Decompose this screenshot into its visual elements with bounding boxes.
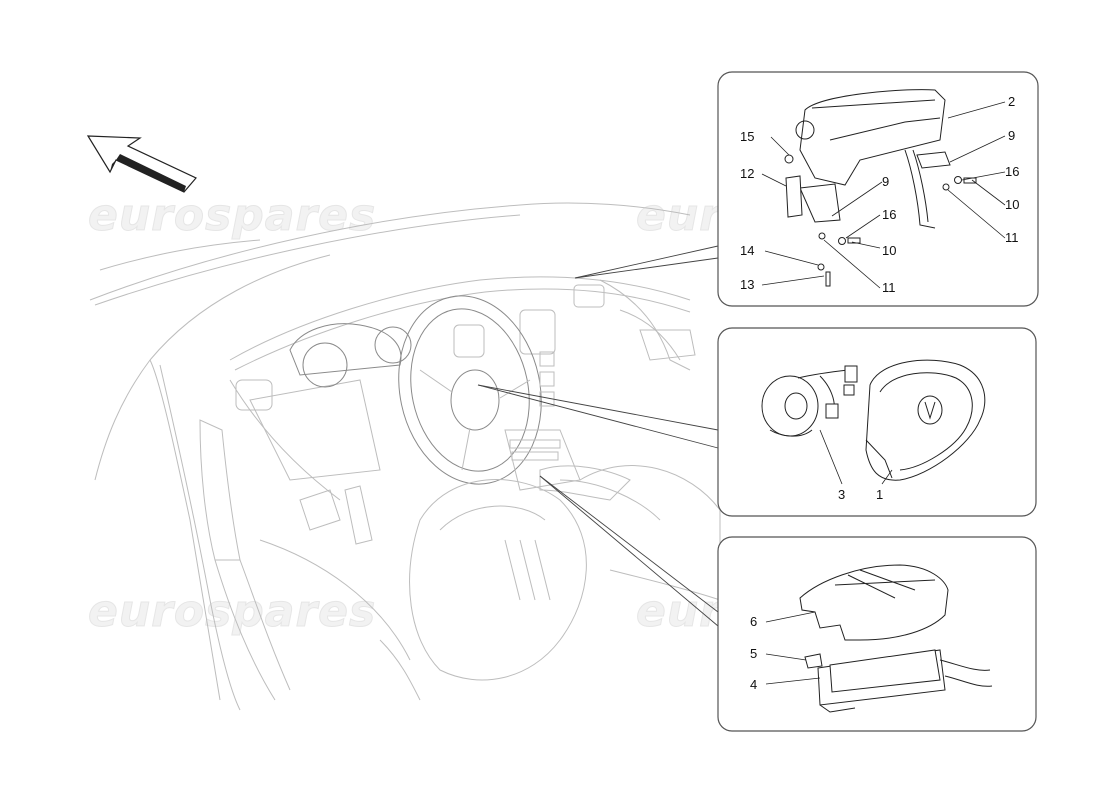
callout-label: 10 <box>1005 197 1019 212</box>
panel-control-unit: 6 5 4 <box>717 536 1037 732</box>
callout-label: 6 <box>750 614 757 629</box>
callout-label: 16 <box>1005 164 1019 179</box>
callout-label: 3 <box>838 487 845 502</box>
panel-leader-lines <box>477 245 719 627</box>
callout-label: 9 <box>1008 128 1015 143</box>
callout-label: 9 <box>882 174 889 189</box>
front-direction-arrow-icon <box>86 135 197 193</box>
callout-label: 16 <box>882 207 896 222</box>
panel-passenger-airbag: 2 9 16 10 11 15 12 9 16 10 14 13 11 <box>717 71 1039 307</box>
callout-label: 4 <box>750 677 757 692</box>
car-interior-illustration <box>89 202 721 711</box>
callout-label: 14 <box>740 243 754 258</box>
callout-label: 11 <box>1005 230 1019 245</box>
callout-label: 1 <box>876 487 883 502</box>
panel-driver-airbag: 3 1 <box>717 327 1037 517</box>
watermark-text: eurospares <box>88 190 376 241</box>
callout-label: 5 <box>750 646 757 661</box>
callout-label: 10 <box>882 243 896 258</box>
callout-label: 13 <box>740 277 754 292</box>
callout-label: 2 <box>1008 94 1015 109</box>
callout-label: 15 <box>740 129 754 144</box>
callout-label: 12 <box>740 166 754 181</box>
callout-label: 11 <box>882 280 896 295</box>
watermark-text: eurospares <box>88 586 376 637</box>
